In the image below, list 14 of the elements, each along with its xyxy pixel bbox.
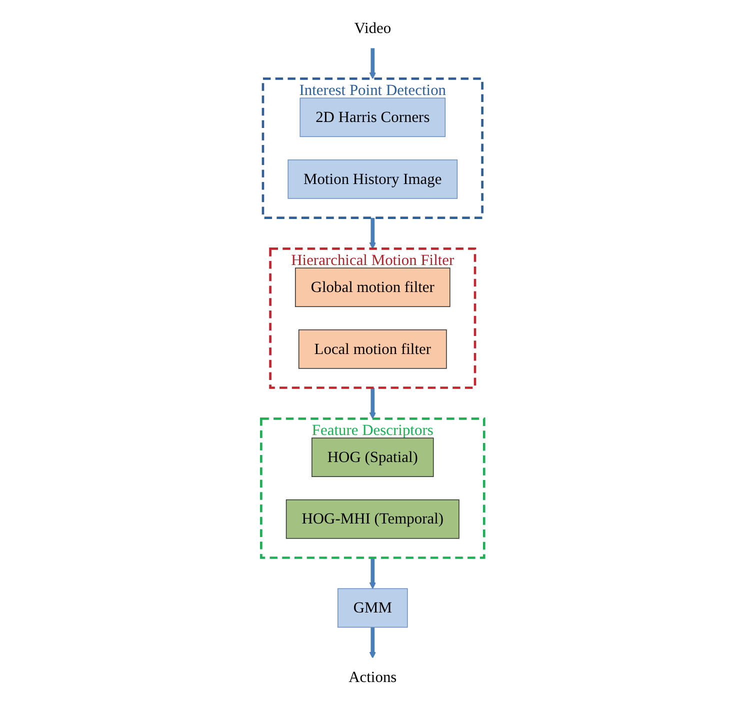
node-box: HOG-MHI (Temporal) bbox=[286, 499, 460, 539]
node-text: Video bbox=[354, 20, 392, 37]
node-box: 2D Harris Corners bbox=[300, 98, 446, 138]
node-text: Actions bbox=[348, 668, 398, 686]
arrow bbox=[370, 627, 376, 658]
arrow bbox=[370, 388, 376, 419]
arrow bbox=[370, 48, 376, 80]
node-box: Global motion filter bbox=[295, 268, 451, 308]
node-box: HOG (Spatial) bbox=[312, 438, 434, 477]
arrow bbox=[370, 218, 376, 249]
arrow bbox=[370, 558, 376, 589]
node-box: GMM bbox=[338, 588, 408, 628]
node-box: Local motion filter bbox=[298, 329, 448, 369]
node-box: Motion History Image bbox=[288, 159, 458, 199]
